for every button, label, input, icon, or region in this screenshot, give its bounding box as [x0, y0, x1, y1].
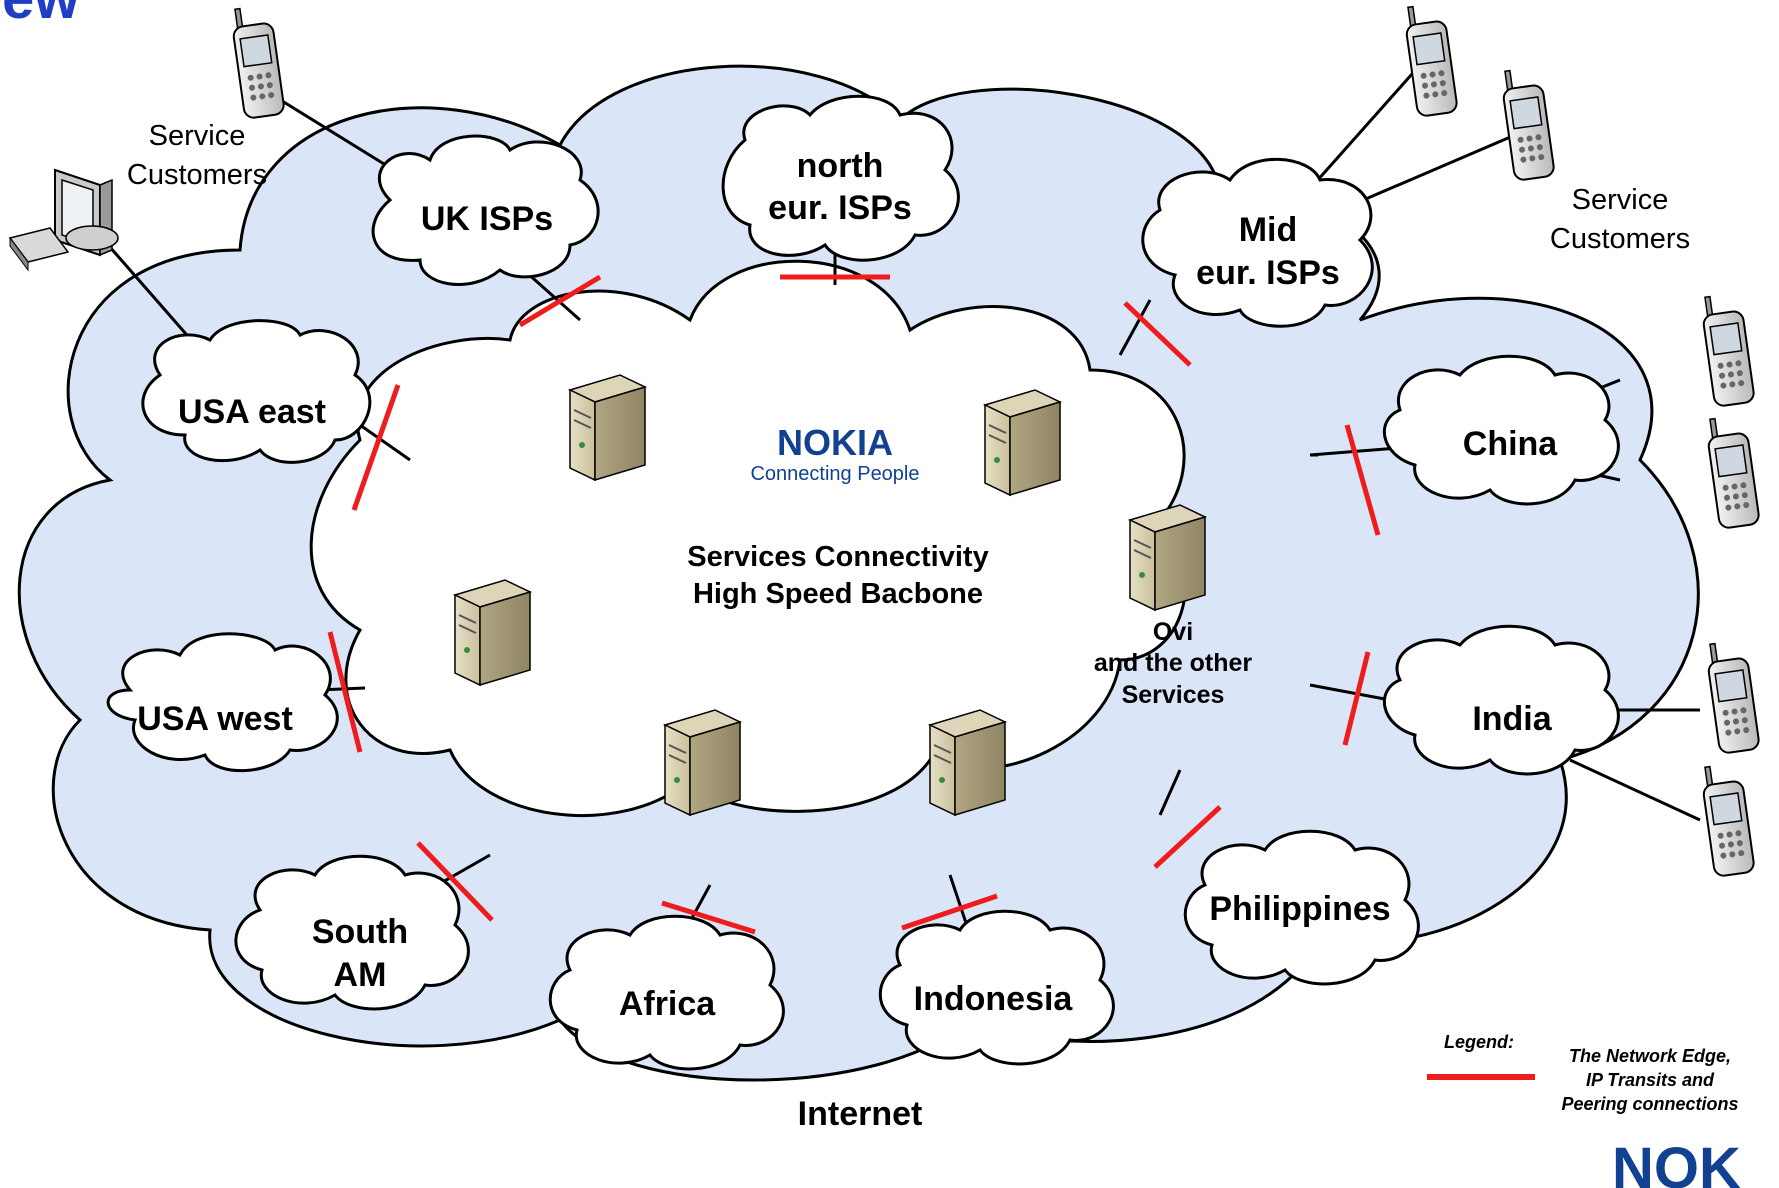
desktop-computer-icon — [8, 168, 119, 272]
server-icon — [662, 709, 743, 817]
cloud-usa-west — [106, 632, 339, 773]
cloud-china — [1382, 354, 1620, 506]
nokia-brand-logo: NOKIA — [777, 422, 893, 463]
cloud-indonesia — [878, 909, 1115, 1066]
backbone-label-line2: High Speed Bacbone — [693, 578, 983, 610]
title-fragment: ew — [2, 0, 80, 31]
cloud-usa-east — [141, 319, 372, 464]
server-icon — [452, 579, 533, 687]
region-label-north-line2: eur. ISPs — [768, 189, 912, 227]
region-label-north-line1: north — [797, 147, 884, 185]
region-label-south-am-line1: South — [312, 913, 408, 951]
cloud-india — [1382, 624, 1620, 776]
server-icon — [927, 709, 1008, 817]
region-label-africa: Africa — [619, 985, 716, 1023]
server-icon — [567, 374, 648, 482]
footer-nokia-logo: NOK — [1612, 1136, 1741, 1188]
region-clouds — [106, 94, 1620, 1071]
customers-left-line2: Customers — [127, 159, 267, 191]
mobile-phone-icon — [1502, 69, 1555, 181]
cloud-philippines — [1183, 829, 1420, 986]
server-icon — [982, 389, 1063, 497]
cloud-uk-isps — [371, 134, 600, 286]
mobile-phone-icon — [1702, 295, 1755, 407]
cloud-north-eur-isps — [721, 94, 960, 262]
legend-title: Legend: — [1444, 1032, 1514, 1052]
services-label-line1: Ovi — [1153, 618, 1193, 646]
region-label-indonesia: Indonesia — [914, 980, 1074, 1018]
cloud-africa — [548, 914, 785, 1071]
mobile-phone-icon — [1702, 765, 1755, 877]
mobile-phone-icon — [232, 7, 285, 119]
services-label-line3: Services — [1122, 681, 1225, 709]
region-label-india: India — [1472, 700, 1552, 738]
nokia-tagline: Connecting People — [750, 463, 919, 485]
region-label-mid-line2: eur. ISPs — [1196, 254, 1340, 292]
customers-right-line2: Customers — [1550, 223, 1690, 255]
mobile-phone-icon — [1707, 417, 1760, 529]
internet-label: Internet — [798, 1095, 923, 1133]
server-icon — [1127, 504, 1208, 612]
region-label-south-am-line2: AM — [334, 956, 387, 994]
cloud-mid-eur-isps — [1141, 157, 1374, 328]
region-label-usa-east: USA east — [178, 393, 326, 431]
region-label-mid-line1: Mid — [1239, 211, 1298, 249]
customers-left-line1: Service — [149, 120, 246, 152]
region-label-philippines: Philippines — [1209, 890, 1390, 928]
legend-line2: IP Transits and — [1586, 1070, 1715, 1090]
services-label-line2: and the other — [1094, 649, 1253, 677]
phones — [232, 5, 1760, 877]
customers-right-line1: Service — [1572, 184, 1669, 216]
edge-marks — [327, 274, 1381, 935]
cloud-south-am — [234, 854, 470, 1011]
mobile-phone-icon — [1405, 5, 1458, 117]
region-label-china: China — [1463, 425, 1559, 463]
region-label-usa-west: USA west — [137, 700, 293, 738]
mobile-phone-icon — [1707, 642, 1760, 754]
legend-line3: Peering connections — [1561, 1094, 1738, 1114]
servers — [452, 374, 1208, 817]
legend-line1: The Network Edge, — [1569, 1046, 1731, 1066]
backbone-cloud — [309, 259, 1187, 817]
region-label-uk: UK ISPs — [421, 200, 553, 238]
backbone-label-line1: Services Connectivity — [687, 541, 988, 573]
